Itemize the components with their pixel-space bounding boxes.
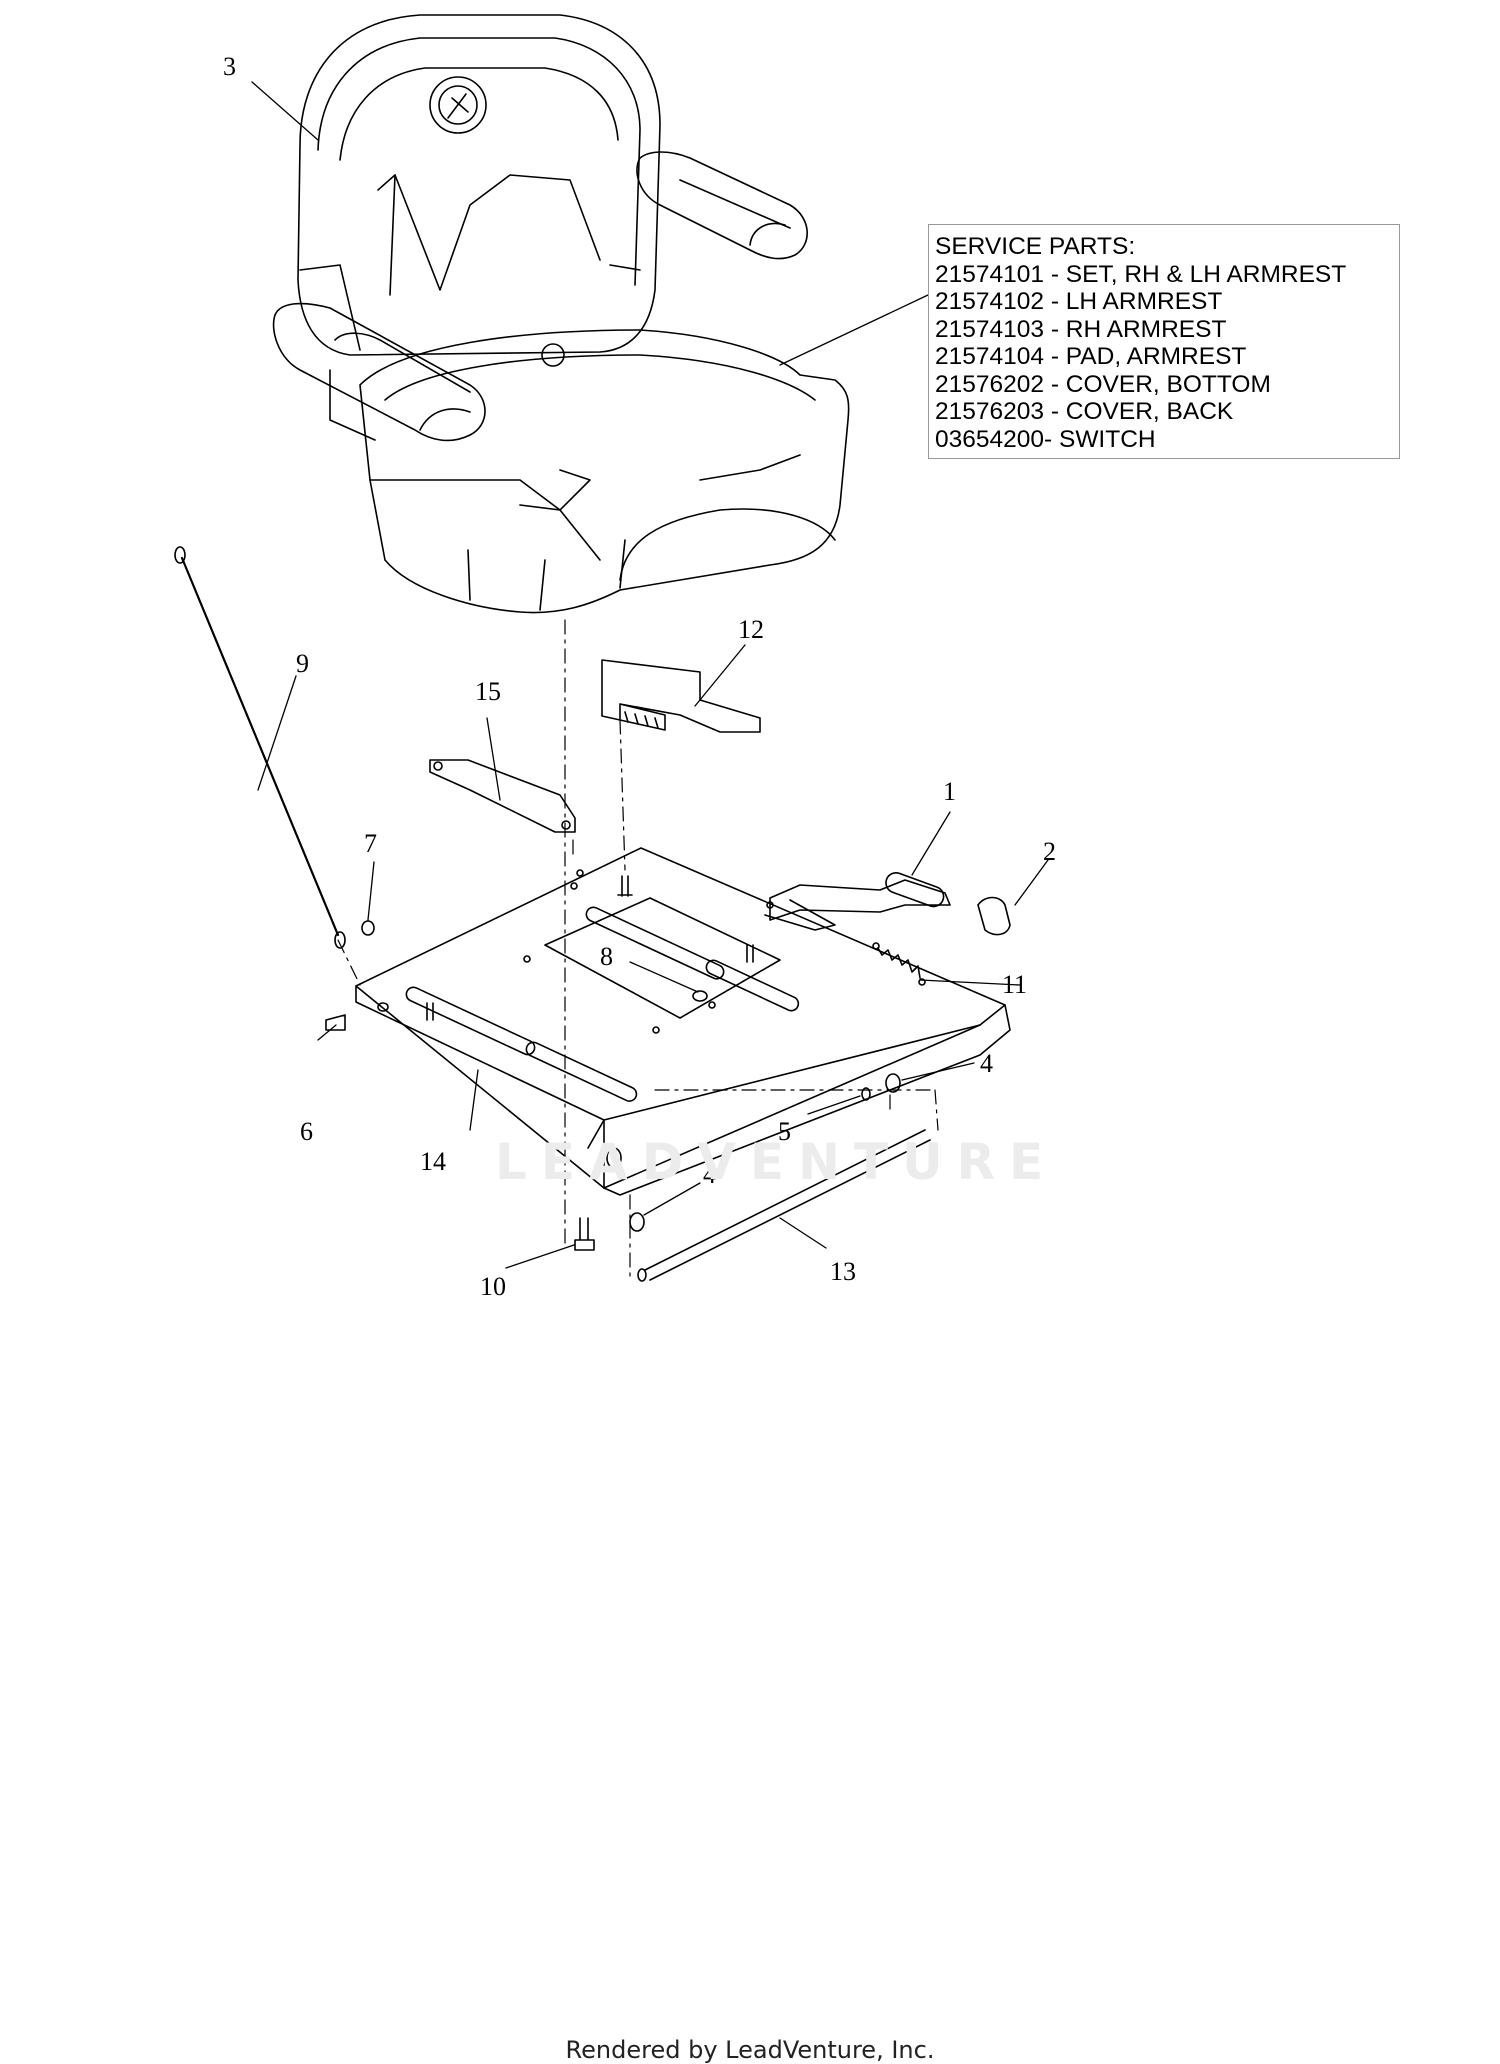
- spring-11: [877, 947, 921, 979]
- service-parts-heading: SERVICE PARTS:: [935, 233, 1136, 260]
- support-rod-9: [180, 556, 340, 937]
- service-part-item: 21574102 - LH ARMREST: [935, 288, 1223, 315]
- callout-1: 1: [943, 777, 956, 806]
- callout-8: 8: [600, 942, 613, 971]
- callout-15: 15: [475, 677, 501, 706]
- callout-4-right: 4: [980, 1049, 993, 1078]
- service-part-item: 21574103 - RH ARMREST: [935, 315, 1227, 343]
- service-part-item: 21576203 - COVER, BACK: [935, 398, 1234, 425]
- callout-11: 11: [1002, 970, 1027, 999]
- seat-assembly: [272, 14, 850, 614]
- strap-15: [429, 759, 576, 833]
- service-part-item: 21574104 - PAD, ARMREST: [935, 343, 1247, 370]
- callout-5: 5: [778, 1117, 791, 1146]
- footer-credit: Rendered by LeadVenture, Inc.: [565, 2036, 935, 2064]
- callout-7: 7: [364, 829, 377, 858]
- track-bracket-12: [601, 659, 761, 733]
- callout-14: 14: [420, 1147, 446, 1176]
- watermark-text: LEADVENTURE: [495, 1133, 1058, 1191]
- service-parts-box: SERVICE PARTS: 21574101 - SET, RH & LH A…: [928, 224, 1400, 459]
- axle-rod-13: [644, 1129, 931, 1281]
- callout-3: 3: [223, 52, 236, 81]
- callout-10: 10: [480, 1272, 506, 1301]
- callout-13: 13: [830, 1257, 856, 1286]
- seat-pan: [355, 847, 1011, 1196]
- service-part-item: 03654200- SWITCH: [935, 425, 1156, 453]
- callout-6: 6: [300, 1117, 313, 1146]
- callout-12: 12: [738, 615, 764, 644]
- callout-2: 2: [1043, 837, 1056, 866]
- brand-logo-icon: [429, 76, 487, 134]
- callout-4-left: 4: [703, 1160, 716, 1189]
- service-part-item: 21576202 - COVER, BOTTOM: [935, 370, 1271, 398]
- service-part-item: 21574101 - SET, RH & LH ARMREST: [935, 260, 1347, 288]
- callout-9: 9: [296, 649, 309, 678]
- adjust-lever-1: [764, 879, 951, 931]
